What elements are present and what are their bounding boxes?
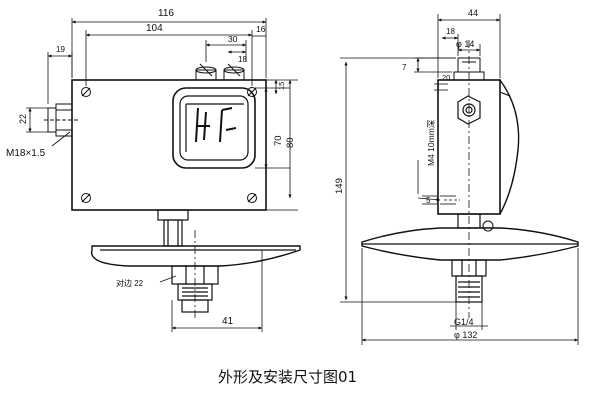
front-dim-22: 22 xyxy=(18,114,28,124)
side-rear-curve xyxy=(499,79,520,215)
front-dim-30: 30 xyxy=(228,34,238,44)
bottom-connector xyxy=(157,209,189,247)
side-dimensions xyxy=(340,14,579,345)
side-dim-149: 149 xyxy=(334,178,345,194)
front-housing xyxy=(71,79,267,211)
side-dim-7: 7 xyxy=(402,63,407,72)
window-frame-inner xyxy=(179,95,249,161)
front-dimension-labels: 116 104 30 16 18 19 22 70 80 15 41 M18×1… xyxy=(6,8,296,327)
front-dimensions xyxy=(26,18,298,332)
side-mount-label: M4 10mm深 xyxy=(426,119,436,166)
front-dim-41: 41 xyxy=(222,316,234,327)
side-dim-18: 18 xyxy=(446,27,455,36)
front-dim-70: 70 xyxy=(273,135,284,146)
side-diaphragm-disc xyxy=(361,227,579,261)
front-thread-label: M18×1.5 xyxy=(6,148,46,159)
scale-marks xyxy=(195,107,237,143)
front-dim-18: 18 xyxy=(238,55,247,64)
side-dim-44: 44 xyxy=(468,8,478,18)
window-frame-outer xyxy=(172,87,256,169)
front-dim-16: 16 xyxy=(256,24,266,34)
figure-caption: 外形及安装尺寸图01 xyxy=(218,368,357,386)
side-dim-phi14: φ 14 xyxy=(456,39,474,49)
top-glands xyxy=(195,63,245,81)
front-dim-104: 104 xyxy=(146,23,163,34)
side-dim-5: 5 xyxy=(426,196,431,205)
side-dim-20: 20 xyxy=(442,73,450,82)
side-view xyxy=(361,40,579,318)
front-flats-label: 对边 22 xyxy=(116,278,144,288)
front-dim-19: 19 xyxy=(56,45,65,54)
mount-hole xyxy=(440,195,460,205)
side-fitting xyxy=(44,103,80,137)
corner-screws xyxy=(81,87,257,203)
side-lower-screw xyxy=(482,220,494,232)
side-dimension-labels: 44 18 φ 14 7 149 20 M4 10mm深 5 G1/4 φ 13… xyxy=(334,8,478,340)
front-dim-15: 15 xyxy=(277,82,286,90)
diaphragm-disc xyxy=(90,245,301,267)
front-dim-80: 80 xyxy=(285,137,296,148)
front-dim-116: 116 xyxy=(158,8,174,19)
side-dim-phi132: φ 132 xyxy=(454,330,477,340)
side-thread-label: G1/4 xyxy=(454,317,474,327)
front-view xyxy=(44,63,301,318)
